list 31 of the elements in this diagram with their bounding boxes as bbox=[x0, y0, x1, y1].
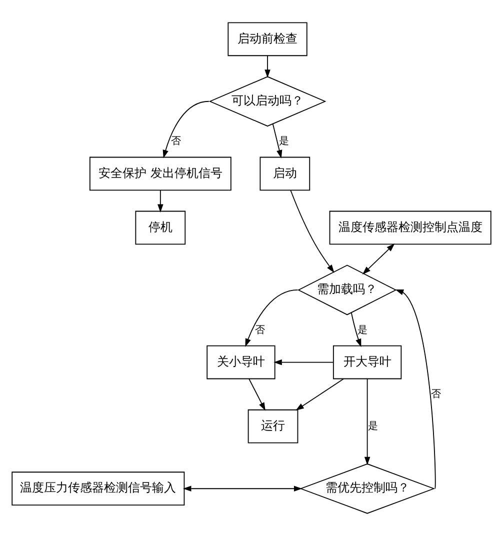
edge-label: 否 bbox=[170, 136, 181, 147]
arrow bbox=[264, 54, 270, 78]
node-box: 关小导叶 bbox=[206, 344, 276, 379]
node-diamond: 可以启动吗？ bbox=[208, 76, 326, 126]
arrow bbox=[158, 189, 164, 212]
arrow bbox=[395, 289, 436, 489]
node-box: 开大导叶 bbox=[332, 344, 402, 379]
arrow bbox=[272, 122, 282, 158]
arrow bbox=[290, 189, 334, 272]
node-box: 启动 bbox=[260, 156, 310, 190]
edge-label: 否 bbox=[430, 388, 441, 400]
arrow bbox=[245, 289, 298, 346]
arrow bbox=[350, 312, 362, 347]
node-box: 温度传感器检测控制点温度 bbox=[329, 210, 492, 244]
node-box: 启动前检查 bbox=[228, 22, 308, 56]
edge-label: 否 bbox=[255, 324, 266, 336]
edge-label: 是 bbox=[358, 324, 368, 336]
node-box: 停机 bbox=[135, 210, 186, 244]
node-box: 温度压力传感器检测信号输入 bbox=[12, 471, 185, 506]
arrow bbox=[296, 378, 344, 410]
arrow bbox=[162, 100, 210, 158]
arrow bbox=[274, 358, 334, 365]
node-diamond: 需优先控制吗？ bbox=[300, 462, 436, 514]
arrow bbox=[362, 243, 395, 274]
node-box: 运行 bbox=[248, 408, 298, 443]
arrow bbox=[248, 378, 266, 410]
arrow bbox=[364, 378, 370, 465]
node-box: 安全保护 发出停机信号 bbox=[89, 156, 232, 190]
edge-label: 是 bbox=[368, 420, 378, 432]
arrow bbox=[182, 485, 302, 492]
edge-label: 是 bbox=[279, 136, 289, 147]
